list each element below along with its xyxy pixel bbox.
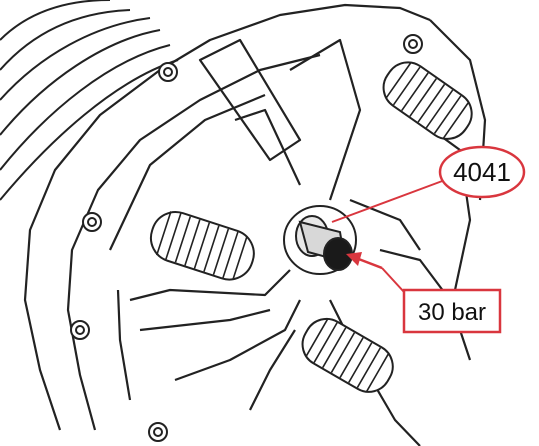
bolt-5 — [403, 34, 423, 54]
bolt-1 — [158, 62, 178, 82]
housing-ribs — [0, 0, 179, 201]
leader-lines — [331, 179, 446, 293]
leader-pressure — [381, 267, 405, 293]
bolt-3 — [70, 320, 90, 340]
leader-part-number — [331, 179, 446, 223]
bolt-2 — [82, 212, 102, 232]
callout-pressure: 30 bar — [402, 288, 502, 334]
bolt-4 — [148, 422, 168, 442]
pressure-arrow — [346, 252, 383, 270]
bolts — [70, 34, 423, 442]
spring-bottom — [301, 317, 394, 393]
spring-top-right — [382, 61, 473, 140]
part-number-label: 4041 — [453, 157, 511, 187]
callout-part-number: 4041 — [438, 145, 526, 199]
pressure-label: 30 bar — [418, 299, 486, 326]
central-hub — [283, 205, 357, 275]
spring-left — [149, 211, 255, 281]
